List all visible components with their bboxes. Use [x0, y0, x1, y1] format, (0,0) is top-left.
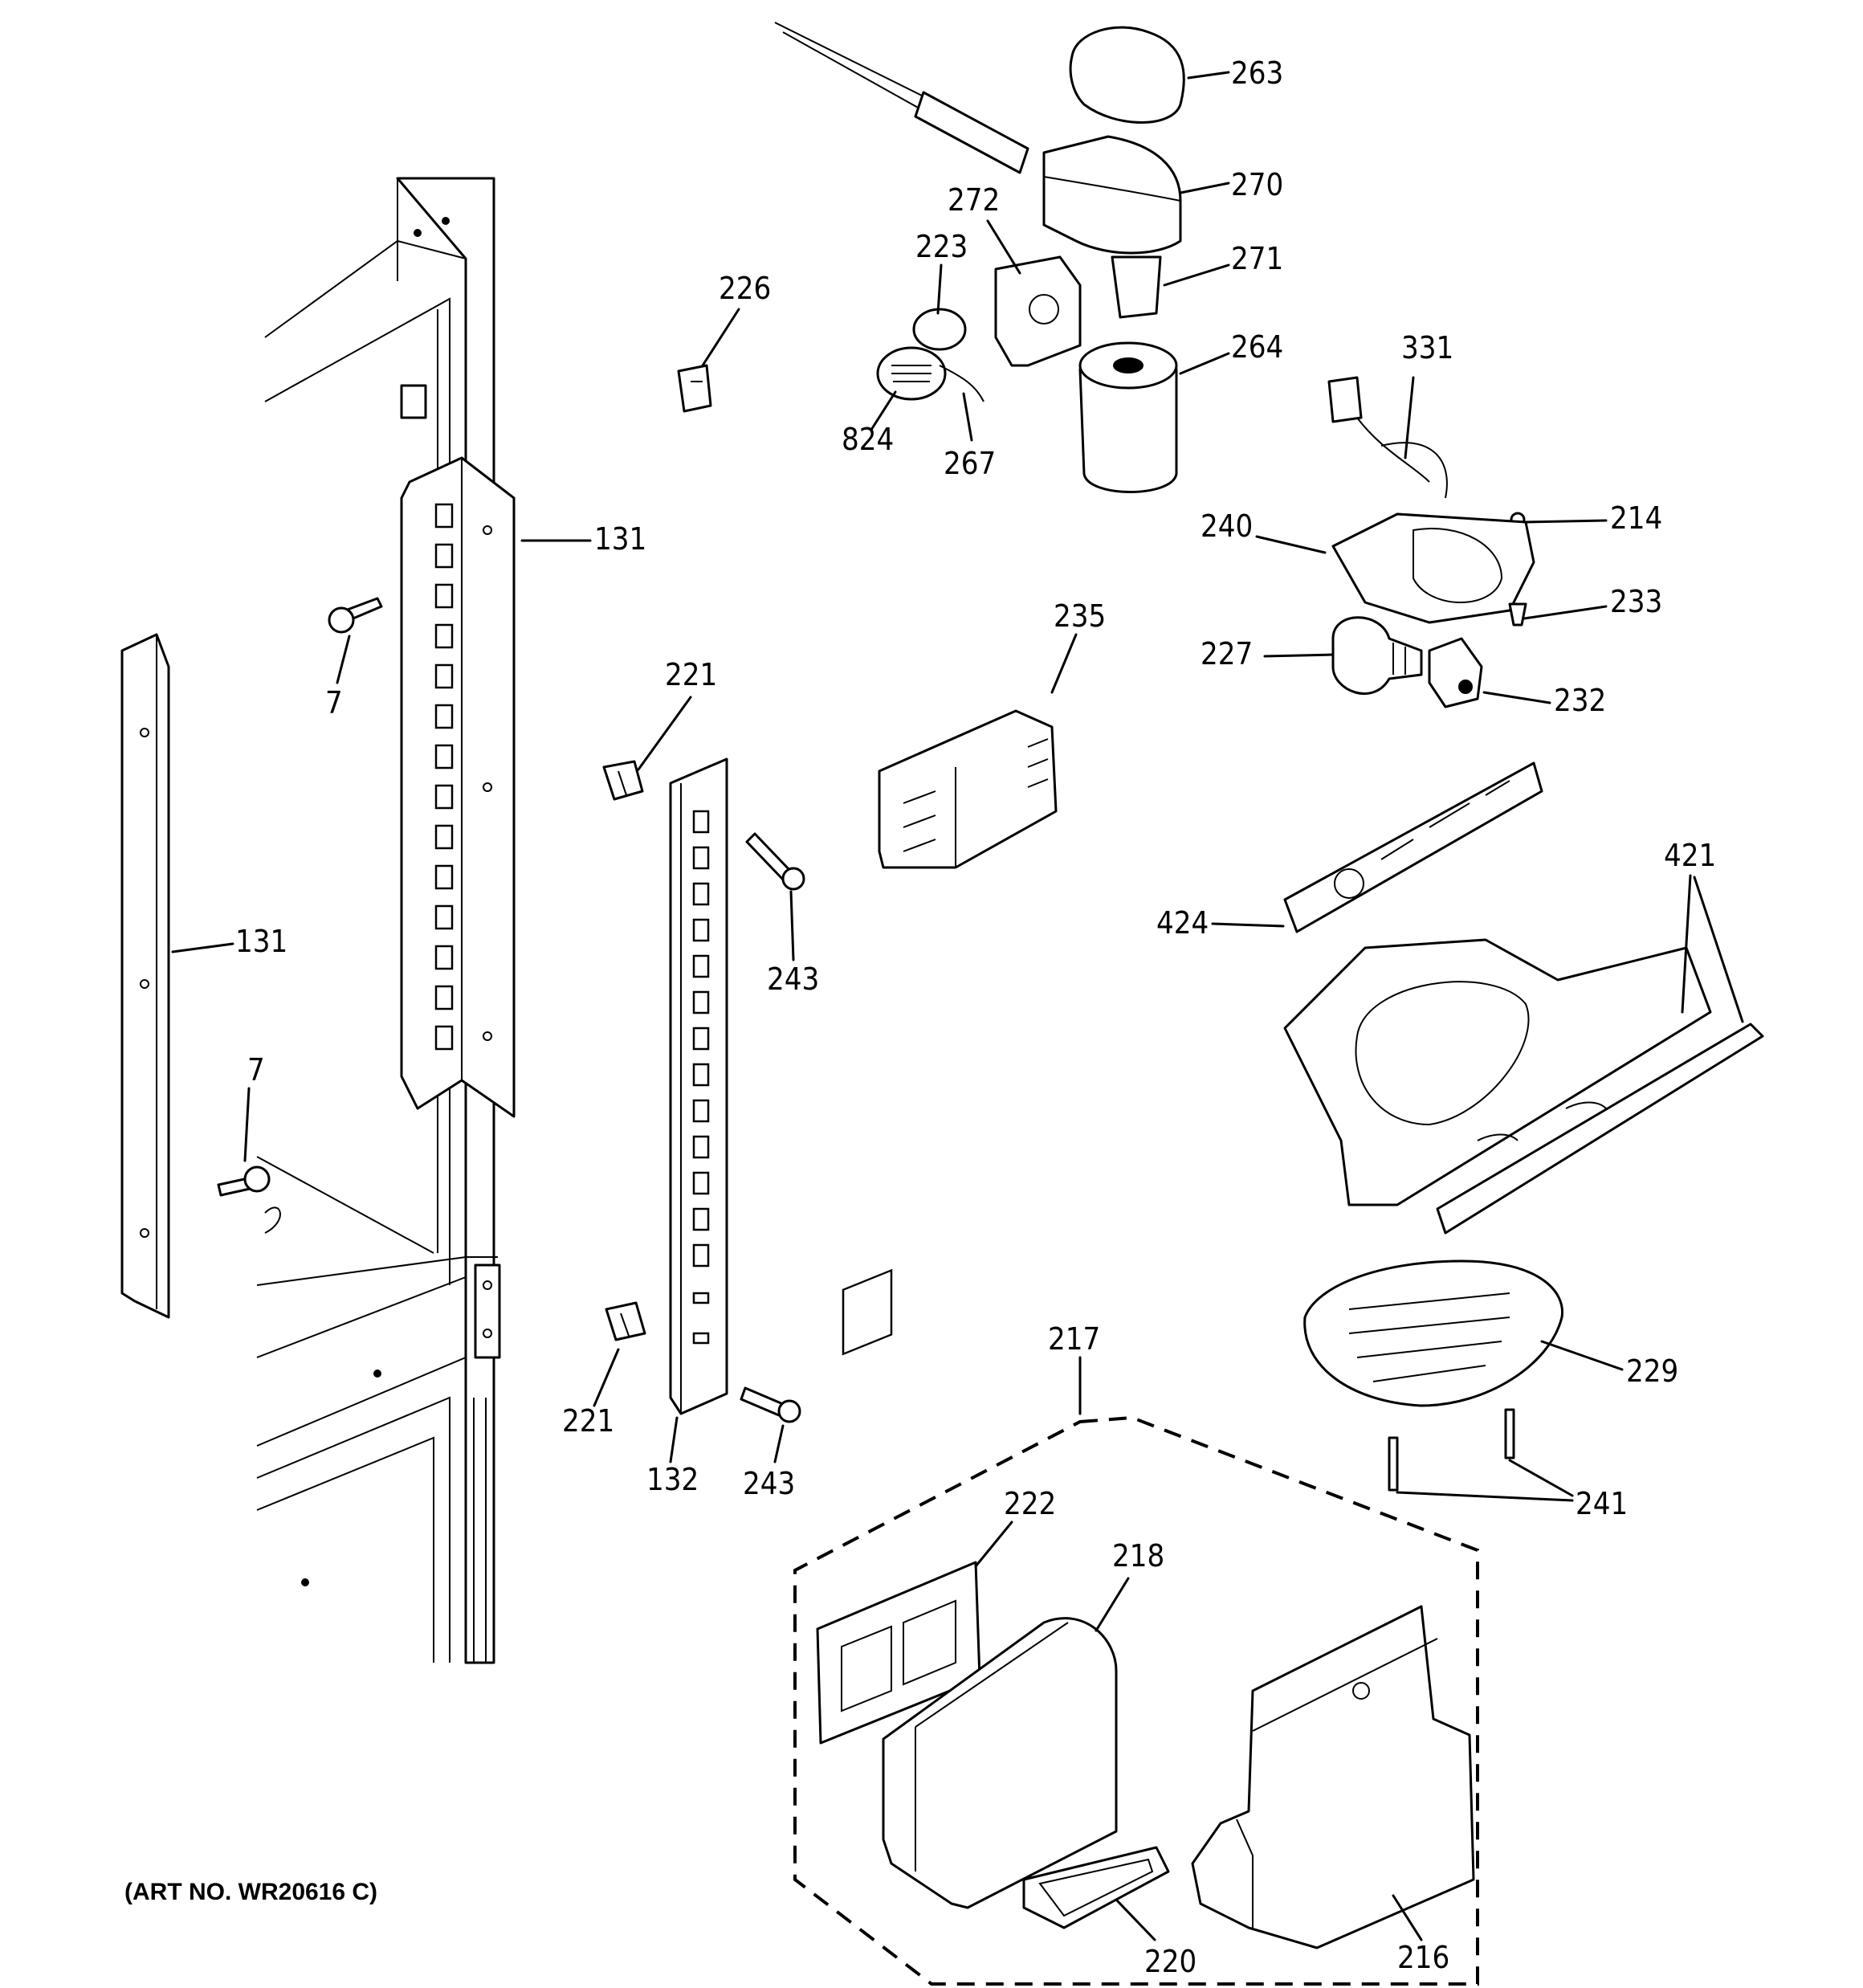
callout-131-lower: 131 [235, 924, 287, 959]
kit-217-boundary [793, 1415, 1479, 1986]
callout-229: 229 [1626, 1353, 1678, 1389]
light-housing-421 [1283, 938, 1712, 1206]
callout-221-lower: 221 [562, 1403, 614, 1439]
dispenser-cover-235 [878, 709, 1058, 869]
callout-227: 227 [1201, 636, 1253, 672]
trim-strip-421 [1436, 1023, 1764, 1235]
callout-271: 271 [1231, 241, 1283, 276]
control-board-424 [1283, 761, 1543, 933]
rail-132 [669, 757, 728, 1415]
water-line-tubing [774, 22, 1029, 174]
callout-132: 132 [646, 1462, 699, 1497]
callout-243-lower: 243 [743, 1466, 795, 1501]
callout-218: 218 [1112, 1538, 1164, 1574]
rail-131-slots [434, 503, 454, 1051]
socket-232 [1428, 637, 1483, 708]
callout-131-upper: 131 [594, 521, 646, 557]
grille-824 [876, 346, 947, 401]
callout-235: 235 [1054, 598, 1106, 634]
callout-240: 240 [1201, 508, 1253, 544]
callout-232: 232 [1554, 683, 1606, 718]
callout-222: 222 [1004, 1486, 1056, 1521]
housing-270 [1042, 135, 1182, 255]
callout-267: 267 [944, 446, 996, 481]
rail-131-lower [120, 633, 170, 1319]
callout-221-upper: 221 [665, 657, 717, 692]
callout-241: 241 [1576, 1486, 1628, 1521]
switch-226 [677, 364, 712, 413]
screw-243-lower [740, 1386, 801, 1423]
clip-221-lower [605, 1301, 646, 1341]
duct-218 [882, 1617, 1118, 1909]
harness-331 [1327, 376, 1448, 499]
leader-lines [171, 71, 1744, 1941]
screw-7-upper [328, 597, 383, 634]
callout-233: 233 [1610, 584, 1662, 619]
rail-132-slots [692, 810, 710, 1345]
filter-264 [1078, 341, 1178, 493]
spout-271 [1111, 255, 1162, 319]
callout-264: 264 [1231, 329, 1283, 365]
callout-220: 220 [1144, 1944, 1196, 1979]
screws-241 [1388, 1408, 1515, 1492]
rail-131-upper [400, 456, 516, 1118]
bracket-240 [1331, 512, 1535, 624]
callout-421: 421 [1664, 838, 1716, 873]
cap-263 [1069, 26, 1185, 124]
duct-216 [1191, 1605, 1475, 1949]
screw-243-upper [745, 832, 805, 891]
tray-229 [1303, 1259, 1564, 1407]
wire-267 [939, 365, 984, 402]
callout-331: 331 [1401, 330, 1453, 365]
callout-216: 216 [1397, 1940, 1449, 1975]
disc-223 [912, 308, 967, 351]
screw-233 [1508, 602, 1527, 627]
callout-424: 424 [1156, 905, 1209, 941]
callout-labels: 263 270 271 272 223 226 264 824 267 331 … [235, 55, 1716, 1979]
clip-221-upper [602, 760, 644, 801]
callout-243-upper: 243 [767, 961, 819, 997]
art-number: (ART NO. WR20616 C) [124, 1879, 377, 1905]
callout-223: 223 [915, 229, 968, 264]
callout-7-lower: 7 [247, 1052, 265, 1088]
callout-270: 270 [1231, 167, 1283, 202]
bulb-227 [1331, 616, 1423, 695]
callout-263: 263 [1231, 55, 1283, 91]
gasket-222 [816, 1268, 981, 1745]
callout-272: 272 [948, 182, 1000, 218]
callout-214: 214 [1610, 500, 1662, 536]
callout-7-upper: 7 [325, 685, 343, 720]
callout-824: 824 [842, 422, 894, 457]
callout-217: 217 [1048, 1321, 1100, 1357]
screw-7-lower [217, 1165, 271, 1197]
bracket-272 [994, 255, 1082, 367]
callout-226: 226 [719, 271, 771, 306]
